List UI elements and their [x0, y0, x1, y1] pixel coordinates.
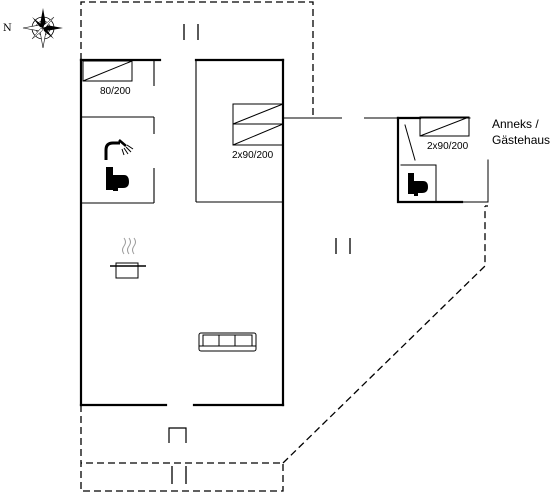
- step-marks: [171, 24, 351, 484]
- bedroom-2-bed-label: 2x90/200: [232, 150, 274, 161]
- annex-bed-label: 2x90/200: [427, 141, 469, 152]
- compass-icon: [22, 8, 63, 49]
- shower-icon: [104, 139, 134, 160]
- entrance-step: [168, 427, 187, 443]
- interior-walls: [81, 60, 283, 204]
- east-terrace-outline: [282, 206, 486, 464]
- compass-north-label: N: [3, 23, 12, 34]
- annex-bed: [419, 116, 470, 137]
- annex-title-line2: Gästehaus: [492, 133, 550, 147]
- annex-walls: [396, 116, 489, 204]
- bedroom-1-bed-label: 80/200: [100, 86, 131, 97]
- bed-single: [82, 60, 133, 82]
- toilet-icon: [408, 173, 428, 196]
- terrace-outline: [80, 1, 488, 492]
- annex-title-line1: Anneks /: [492, 117, 539, 131]
- north-terrace-outline: [80, 1, 314, 118]
- toilet-icon: [106, 167, 129, 191]
- main-house-walls: [79, 58, 285, 407]
- south-terrace-outline: [80, 405, 284, 492]
- sofa-icon: [198, 332, 257, 352]
- bed-double: [232, 103, 284, 146]
- compass-rose: N: [3, 8, 63, 49]
- cooking-pot-icon: [110, 237, 146, 279]
